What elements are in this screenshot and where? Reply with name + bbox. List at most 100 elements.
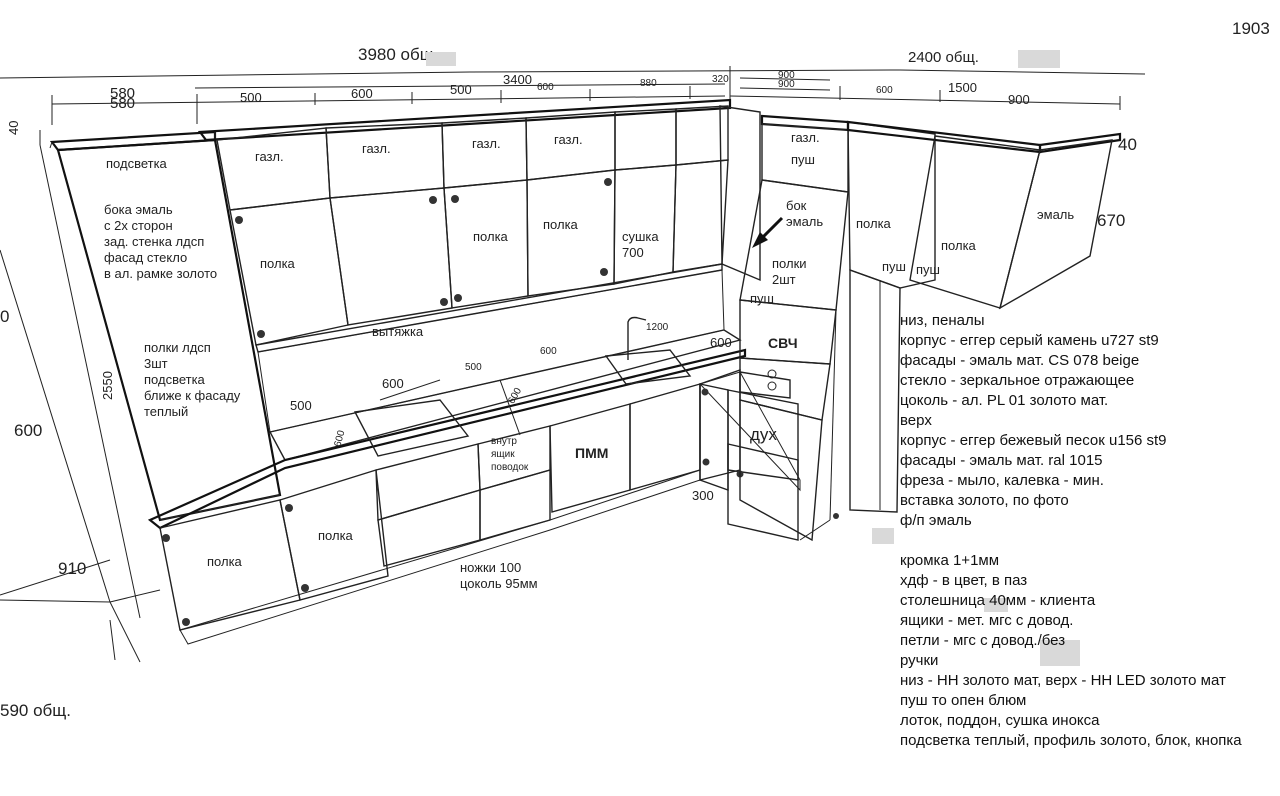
spec-line: стекло - зеркальное отражающее	[900, 372, 1134, 389]
label-polki-2: 2шт	[772, 272, 796, 287]
left-pencil-cabinet	[39, 130, 282, 661]
label-svch: СВЧ	[768, 335, 798, 351]
label-polki-1: полки	[772, 256, 807, 271]
spec-line: фреза - мыло, калевка - мин.	[900, 472, 1104, 489]
upper-cabinets-left-run	[197, 98, 732, 353]
spec-line: ручки	[900, 652, 938, 669]
dim-670: 670	[1097, 211, 1125, 230]
label-gazl-3: газл.	[472, 136, 501, 151]
label-vytyazhka: вытяжка	[372, 324, 424, 339]
spec-line: верх	[900, 412, 932, 429]
dimension-labels: 1903 3980 общ. 2400 общ. 580 580 500 600…	[0, 19, 1270, 720]
spec-line: корпус - еггер бежевый песок u156 st9	[900, 432, 1167, 449]
redacted-patches	[426, 50, 1080, 666]
dim-left-600: 600	[14, 421, 42, 440]
label-pmm: ПММ	[575, 445, 608, 461]
dim-left-910: 910	[58, 559, 86, 578]
label-vnutr-2: ящик	[491, 449, 515, 460]
label-push-4: пуш	[916, 262, 940, 277]
corner-and-right-run	[699, 105, 801, 541]
label-pencil-left-2: с 2х сторон	[104, 218, 173, 233]
label-emal: эмаль	[1037, 207, 1074, 222]
label-pencil-left-1: бока эмаль	[104, 202, 173, 217]
label-gazl-4: газл.	[554, 132, 583, 147]
label-vnutr-1: внутр	[491, 436, 517, 447]
dim-left-0: 0	[0, 307, 9, 326]
dim-580a: 580	[110, 85, 135, 102]
dim-580b: 580	[110, 95, 135, 112]
label-shelves-2: 3шт	[144, 356, 168, 371]
label-polka-low-1: полка	[207, 554, 243, 569]
dim-600b: 600	[537, 82, 554, 93]
label-polka-4: полка	[856, 216, 892, 231]
dim-900a: 900	[778, 70, 795, 81]
label-sushka-2: 700	[622, 245, 644, 260]
dim-300: 300	[692, 488, 714, 503]
label-polka-1: полка	[260, 256, 296, 271]
dim-top-total-left: 3980 общ.	[358, 45, 438, 64]
label-podsvetka: подсветка	[106, 156, 168, 171]
dim-320: 320	[712, 74, 729, 85]
label-push-1: пуш	[791, 152, 815, 167]
dim-bottom-total-left: 590 общ.	[0, 701, 71, 720]
label-polka-low-2: полка	[318, 528, 354, 543]
label-polka-5: полка	[941, 238, 977, 253]
spec-line: вставка золото, по фото	[900, 492, 1069, 509]
dim-600e: 600	[540, 346, 557, 357]
dim-500b: 500	[450, 82, 472, 97]
label-pencil-left-3: зад. стенка лдсп	[104, 234, 204, 249]
spec-line: ящики - мет. мгс с довод.	[900, 612, 1073, 629]
spec-line: кромка 1+1мм	[900, 552, 999, 569]
spec-line: хдф - в цвет, в паз	[900, 572, 1027, 589]
label-gazl-1: газл.	[255, 149, 284, 164]
label-nozhki-2: цоколь 95мм	[460, 576, 538, 591]
dim-1500: 1500	[948, 80, 977, 95]
label-nozhki-1: ножки 100	[460, 560, 521, 575]
dim-600d: 600	[710, 335, 732, 350]
right-pencil-cabinet	[847, 121, 936, 513]
dim-500d: 500	[290, 398, 312, 413]
label-pencil-left-4: фасад стекло	[104, 250, 187, 265]
label-pencil-left-5: в ал. рамке золото	[104, 266, 217, 281]
label-gazl-5: газл.	[791, 130, 820, 145]
spec-line: лоток, поддон, сушка инокса	[900, 712, 1100, 729]
label-vnutr-3: поводок	[491, 462, 529, 473]
left-wall-lines	[0, 249, 141, 663]
spec-line: петли - мгс с довод./без	[900, 632, 1065, 649]
dim-40-right: 40	[1118, 135, 1137, 154]
dim-1200: 1200	[646, 322, 669, 333]
spec-line: столешница 40мм - клиента	[900, 592, 1096, 609]
dim-600c: 600	[876, 85, 893, 96]
label-shelves-5: теплый	[144, 404, 188, 419]
spec-notes: низ, пеналы корпус - еггер серый камень …	[900, 312, 1242, 749]
arrow-icon	[752, 216, 784, 248]
upper-cabinets-right-run	[846, 120, 1122, 310]
label-bok-2: эмаль	[786, 214, 823, 229]
page-number: 1903	[1232, 19, 1270, 38]
label-shelves-4: ближе к фасаду	[144, 388, 241, 403]
label-polka-3: полка	[543, 217, 579, 232]
dim-3400: 3400	[503, 72, 532, 87]
spec-line: фасады - эмаль мат. CS 078 beige	[900, 352, 1139, 369]
dim-40-left: 40	[6, 121, 21, 135]
label-polka-2: полка	[473, 229, 509, 244]
spec-line: ф/п эмаль	[900, 512, 972, 529]
appliance-column	[739, 114, 850, 542]
spec-line: подсветка теплый, профиль золото, блок, …	[900, 732, 1242, 749]
label-gazl-2: газл.	[362, 141, 391, 156]
label-dukh: дух	[750, 425, 777, 444]
base-cabinets-left-run	[159, 383, 701, 645]
spec-line: низ, пеналы	[900, 312, 985, 329]
dim-2550: 2550	[100, 371, 115, 400]
spec-line: корпус - еггер серый камень u727 st9	[900, 332, 1159, 349]
dim-600g: 600	[333, 429, 348, 448]
dim-500c: 500	[465, 362, 482, 373]
cabinet-labels: подсветка бока эмаль с 2х сторон зад. ст…	[104, 130, 1074, 591]
spec-line: фасады - эмаль мат. ral 1015	[900, 452, 1103, 469]
label-shelves-1: полки лдсп	[144, 340, 211, 355]
dim-600f: 600	[382, 376, 404, 391]
label-sushka-1: сушка	[622, 229, 659, 244]
spec-line: низ - НН золото мат, верх - НН LED золот…	[900, 672, 1226, 689]
label-shelves-3: подсветка	[144, 372, 206, 387]
